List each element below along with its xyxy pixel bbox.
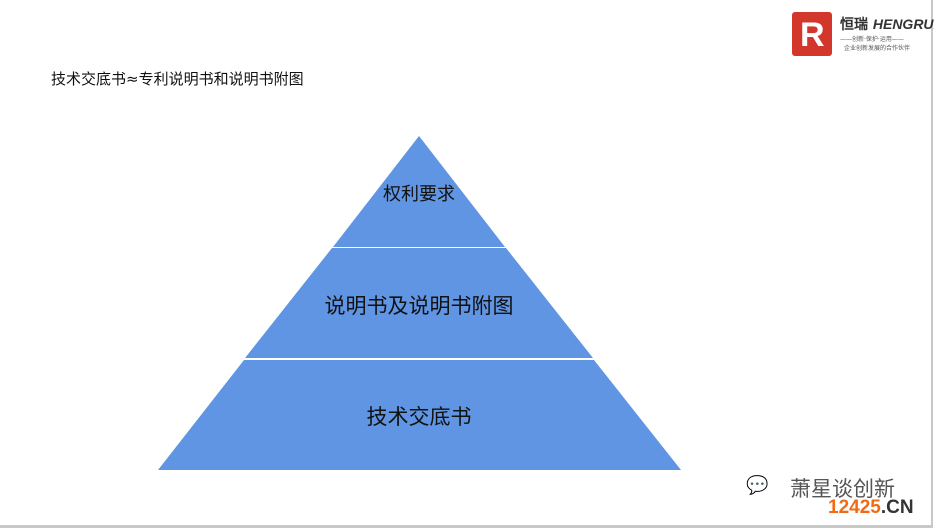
logo-brand: 恒瑞 HENGRUI: [840, 16, 934, 33]
logo-mark: R: [792, 12, 832, 56]
logo-slogan-bottom: 企业创新发展的合作伙伴: [844, 45, 911, 52]
pyramid-level-middle: [245, 248, 593, 358]
hengrui-logo: R 恒瑞 HENGRUI ——创新·保护·运用—— 企业创新发展的合作伙伴: [792, 12, 934, 56]
watermark-url: 12425.CN: [828, 497, 914, 518]
pyramid-level-bottom: [158, 360, 681, 470]
pyramid-label-top: 权利要求: [383, 184, 455, 205]
slide-title: 技术交底书≈专利说明书和说明书附图: [51, 70, 304, 88]
logo-slogan-top: ——创新·保护·运用——: [840, 36, 904, 43]
pyramid-label-bottom: 技术交底书: [366, 405, 472, 429]
watermark-name: 萧星谈创新: [790, 477, 895, 501]
pyramid-level-top: [333, 136, 505, 247]
pyramid-label-middle: 说明书及说明书附图: [324, 294, 514, 318]
wechat-icon: 💬: [746, 475, 769, 496]
